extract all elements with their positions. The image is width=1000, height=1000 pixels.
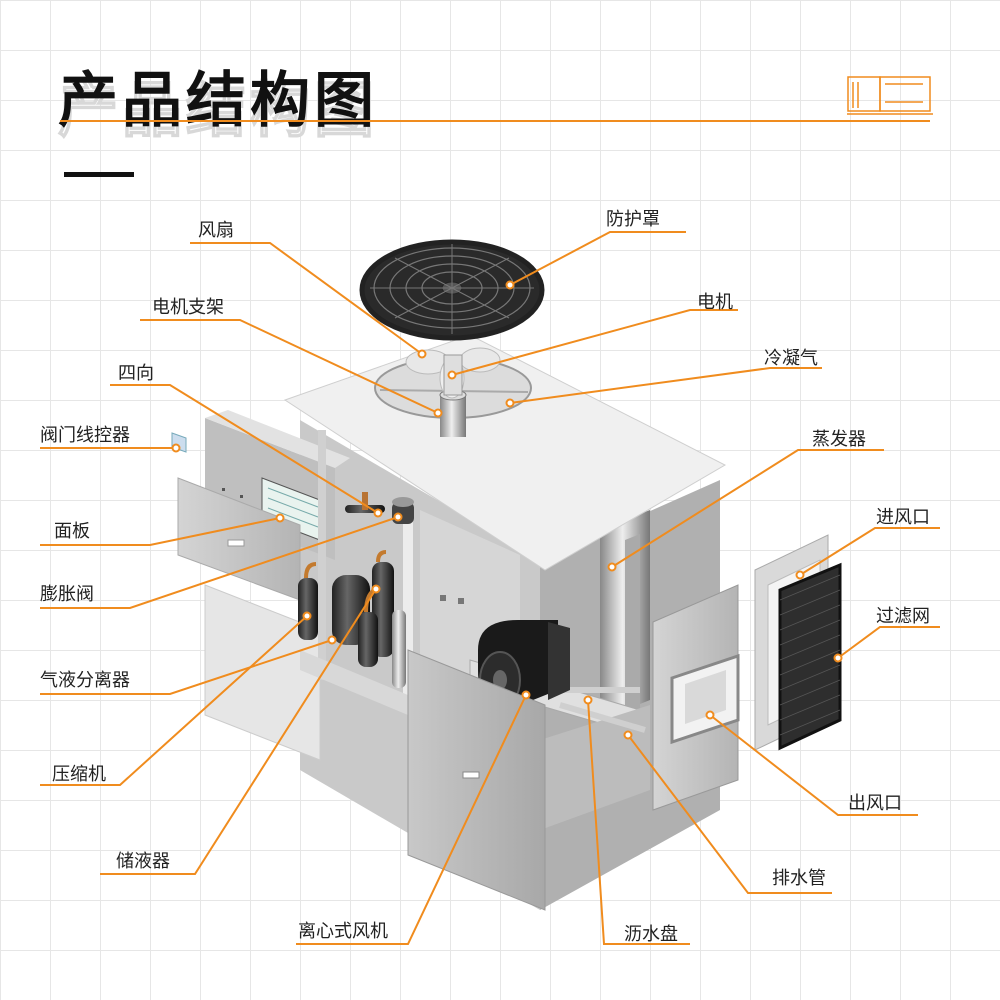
label-four-way: 四向 bbox=[118, 363, 154, 384]
title-shadow: 产品结构图 bbox=[57, 75, 378, 147]
label-guard: 防护罩 bbox=[606, 209, 660, 230]
label-valve-controller: 阀门线控器 bbox=[40, 425, 130, 446]
title-dash bbox=[64, 172, 134, 177]
label-motor: 电机 bbox=[697, 292, 733, 313]
label-air-outlet: 出风口 bbox=[848, 793, 902, 814]
label-expansion-valve: 膨胀阀 bbox=[40, 584, 94, 605]
compressor-group bbox=[298, 550, 406, 688]
label-air-inlet: 进风口 bbox=[876, 507, 930, 528]
fan-guard bbox=[359, 239, 545, 341]
front-door bbox=[407, 649, 546, 911]
label-condenser: 冷凝气 bbox=[764, 348, 818, 369]
label-filter: 过滤网 bbox=[876, 606, 930, 627]
label-compressor: 压缩机 bbox=[52, 764, 106, 785]
label-separator: 气液分离器 bbox=[40, 670, 130, 691]
unit-outline-icon bbox=[847, 76, 933, 115]
lower-panel-left bbox=[204, 584, 321, 761]
page-title: 产品结构图 bbox=[58, 66, 378, 136]
control-box bbox=[205, 410, 350, 560]
label-fan: 风扇 bbox=[198, 220, 234, 241]
label-panel: 面板 bbox=[54, 521, 90, 542]
label-evaporator: 蒸发器 bbox=[812, 429, 866, 450]
evaporator bbox=[600, 510, 650, 720]
label-drip-tray: 沥水盘 bbox=[624, 924, 678, 945]
label-drain-pipe: 排水管 bbox=[772, 868, 826, 889]
fan-blades bbox=[405, 347, 501, 399]
label-receiver: 储液器 bbox=[116, 851, 170, 872]
label-motor-bracket: 电机支架 bbox=[152, 297, 224, 318]
interior-frame bbox=[300, 430, 420, 720]
label-centrifugal-fan: 离心式风机 bbox=[298, 921, 388, 942]
title-underline bbox=[60, 120, 930, 122]
filter-mesh bbox=[778, 562, 842, 751]
callout-lines bbox=[40, 231, 940, 945]
callout-dots bbox=[171, 280, 843, 740]
